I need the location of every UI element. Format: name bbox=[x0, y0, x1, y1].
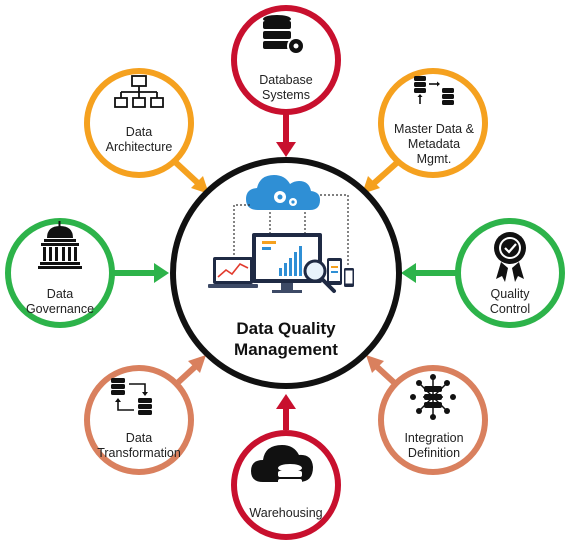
connector-warehousing bbox=[276, 394, 296, 430]
database-transform-icon bbox=[111, 378, 152, 415]
cloud-database-icon bbox=[251, 445, 313, 493]
node-label-warehousing: Warehousing bbox=[249, 506, 323, 520]
center-title: Data Quality Management bbox=[234, 319, 338, 359]
node-data-governance bbox=[5, 218, 115, 328]
node-label-data-governance: Data Governance bbox=[25, 287, 95, 316]
node-database-systems bbox=[231, 5, 341, 115]
node-quality-control bbox=[455, 218, 565, 328]
node-label-master-data: Master Data & Metadata Mgmt. bbox=[394, 122, 474, 166]
hierarchy-icon bbox=[114, 75, 164, 108]
node-master-data bbox=[378, 68, 488, 178]
node-label-data-transformation: Data Transformation bbox=[97, 431, 181, 460]
node-label-integration-definition: Integration Definition bbox=[404, 431, 464, 460]
node-data-architecture bbox=[84, 68, 194, 178]
node-label-data-architecture: Data Architecture bbox=[105, 125, 173, 154]
node-warehousing bbox=[231, 430, 341, 540]
connector-data-architecture bbox=[170, 157, 209, 194]
database-gear-icon bbox=[263, 15, 305, 55]
analytics-devices-icon bbox=[208, 175, 354, 293]
node-integration-definition bbox=[378, 365, 488, 475]
node-label-database-systems: Database Systems bbox=[259, 73, 313, 102]
node-data-transformation bbox=[84, 365, 194, 475]
quality-badge-icon bbox=[494, 232, 526, 282]
connector-data-governance bbox=[114, 263, 169, 283]
database-sync-icon bbox=[414, 76, 454, 105]
node-label-quality-control: Quality Control bbox=[489, 287, 531, 316]
database-network-icon bbox=[410, 374, 456, 420]
connector-quality-control bbox=[401, 263, 460, 283]
government-building-icon bbox=[38, 221, 82, 269]
